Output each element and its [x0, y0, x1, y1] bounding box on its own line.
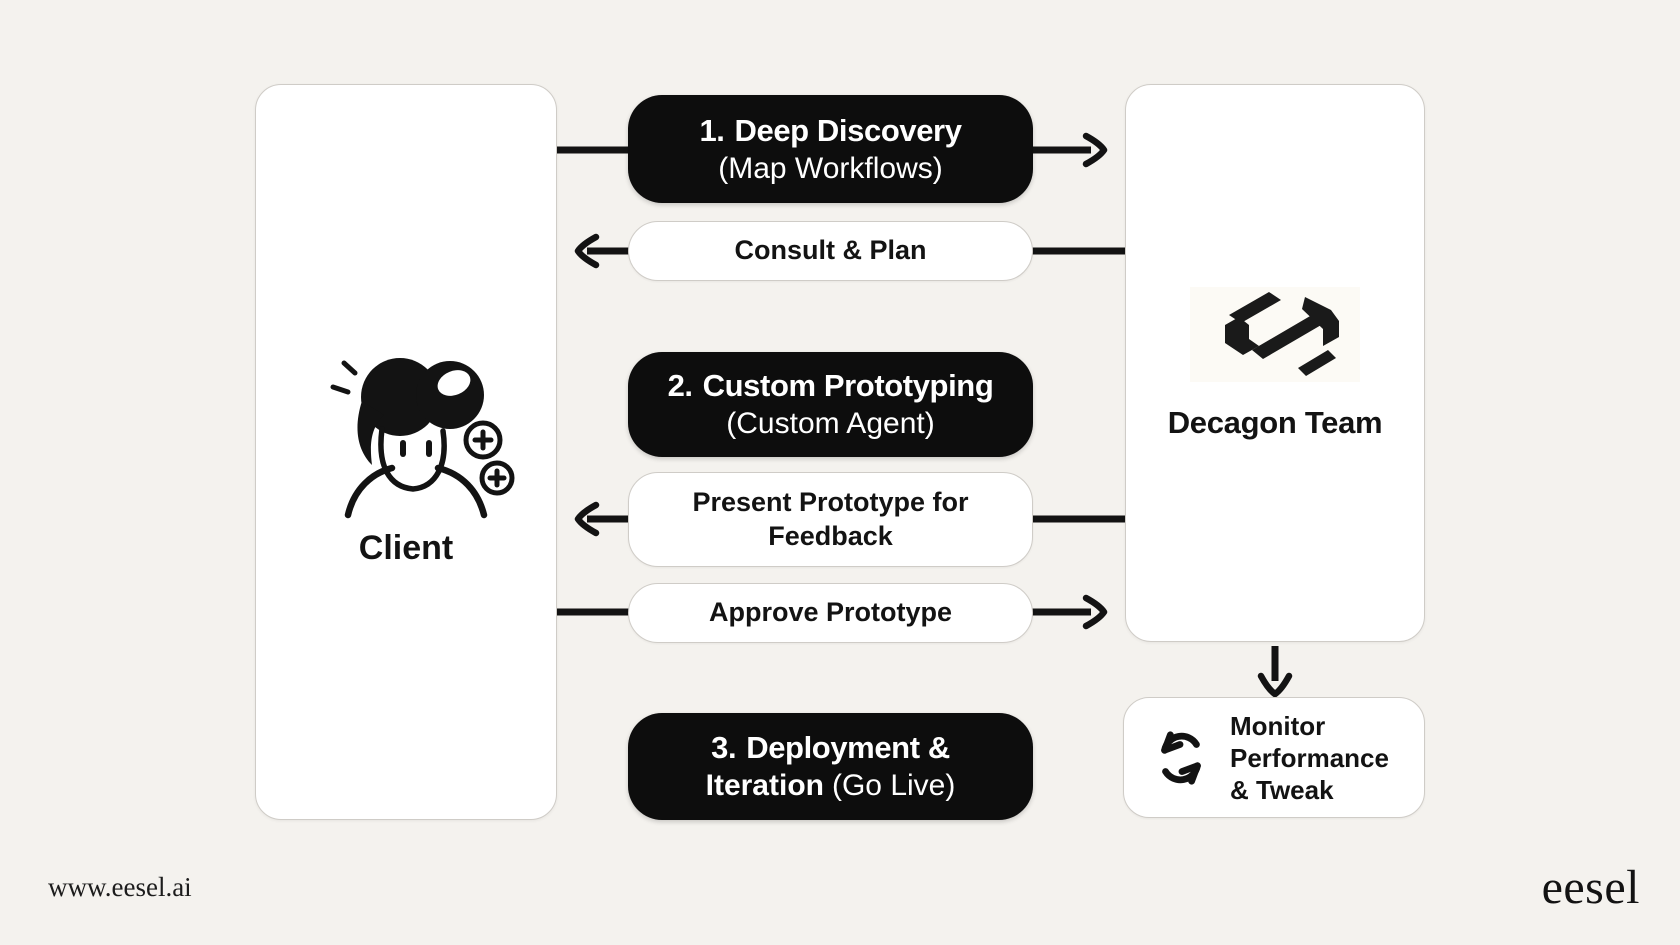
- arrow-decagon-to-monitor: [1257, 646, 1293, 698]
- message-pill-consult-plan: Consult & Plan: [628, 221, 1033, 281]
- arrow-head-down-icon: [1257, 672, 1293, 698]
- decagon-logo-plate: [1190, 287, 1360, 382]
- hair-bang: [357, 401, 384, 465]
- plus-circle-icon: [463, 420, 503, 460]
- refresh-cycle-icon: [1161, 730, 1201, 785]
- step-title-text: Deployment &: [746, 730, 950, 765]
- shoulder-left: [344, 464, 396, 519]
- plus-badges: [463, 420, 515, 496]
- logo-middle-bar: [1252, 311, 1328, 359]
- sparkle-line: [341, 360, 358, 376]
- arrow-consult-to-client: [574, 233, 632, 269]
- shoulders: [344, 464, 488, 519]
- arrow-head-left-icon: [574, 233, 600, 269]
- arrow-feedback-to-client: [574, 501, 632, 537]
- step-title: 3. Deployment &: [711, 730, 950, 766]
- step-number: 2.: [667, 368, 693, 403]
- monitor-label-line: Performance: [1230, 742, 1389, 773]
- logo-right-hook: [1302, 296, 1339, 346]
- decagon-team-card: Decagon Team: [1125, 84, 1425, 642]
- monitor-label: Monitor Performance & Tweak: [1230, 710, 1389, 806]
- refresh-arrowhead: [1178, 761, 1201, 785]
- shoulder-right: [434, 464, 488, 519]
- step-title: 1.Deep Discovery: [699, 113, 961, 149]
- arrow-head-left-icon: [574, 501, 600, 537]
- message-label: Present Prototype for Feedback: [692, 486, 969, 551]
- arrow-head-right-icon: [1082, 594, 1108, 630]
- step-title-text: Deep Discovery: [734, 112, 962, 148]
- plus-circle-icon: [479, 460, 515, 496]
- logo-top-left-slab: [1229, 291, 1281, 323]
- step-number: 1.: [699, 112, 725, 148]
- refresh-arrow-top: [1161, 730, 1200, 754]
- step-pill-deployment-iteration: 3. Deployment & Iteration(Go Live): [628, 713, 1033, 820]
- step-title: 2. Custom Prototyping: [668, 368, 994, 404]
- arrow-approve-to-decagon: [1030, 594, 1108, 630]
- sparkle-line: [330, 384, 351, 395]
- step-title-text: Custom Prototyping: [702, 368, 994, 403]
- step-pill-deep-discovery: 1.Deep Discovery (Map Workflows): [628, 95, 1033, 203]
- refresh-arrowhead: [1161, 730, 1184, 754]
- arrow-head-right-icon: [1082, 132, 1108, 168]
- footer-url: www.eesel.ai: [48, 872, 192, 902]
- refresh-arrow-bottom: [1162, 761, 1201, 785]
- monitor-label-line: & Tweak: [1230, 774, 1334, 805]
- message-pill-present-prototype: Present Prototype for Feedback: [628, 472, 1033, 567]
- monitor-performance-box: Monitor Performance & Tweak: [1123, 697, 1425, 818]
- decagon-logo-icon: [1225, 291, 1339, 376]
- eesel-wordmark: eesel: [1541, 861, 1640, 914]
- step-subtitle: (Go Live): [831, 769, 956, 802]
- message-label: Consult & Plan: [734, 235, 927, 266]
- hair-highlight: [437, 370, 471, 396]
- person-sparkle-icon: [330, 358, 515, 519]
- arrow-discovery-to-decagon: [1030, 132, 1108, 168]
- message-label: Approve Prototype: [708, 597, 953, 628]
- client-label: Client: [358, 529, 454, 567]
- monitor-label-line: Monitor: [1230, 710, 1326, 741]
- step-subtitle: (Custom Agent): [726, 407, 935, 440]
- face-outline: [378, 426, 447, 492]
- step-title-text: Iteration: [705, 769, 824, 802]
- logo-bottom-right-slab: [1298, 349, 1336, 376]
- decagon-team-label: Decagon Team: [1167, 405, 1383, 440]
- step-pill-custom-prototyping: 2. Custom Prototyping (Custom Agent): [628, 352, 1033, 457]
- decagon-logo-shapes: [1225, 291, 1339, 376]
- step-subtitle: (Map Workflows): [718, 151, 943, 185]
- client-card: Client: [255, 84, 557, 820]
- sparkle-marks: [330, 360, 358, 395]
- message-pill-approve-prototype: Approve Prototype: [628, 583, 1033, 643]
- step-number: 3.: [711, 730, 737, 765]
- eyes: [400, 440, 432, 457]
- step-title-continued: Iteration(Go Live): [706, 769, 956, 803]
- hair-shape: [357, 358, 484, 465]
- logo-left-hook: [1225, 316, 1259, 355]
